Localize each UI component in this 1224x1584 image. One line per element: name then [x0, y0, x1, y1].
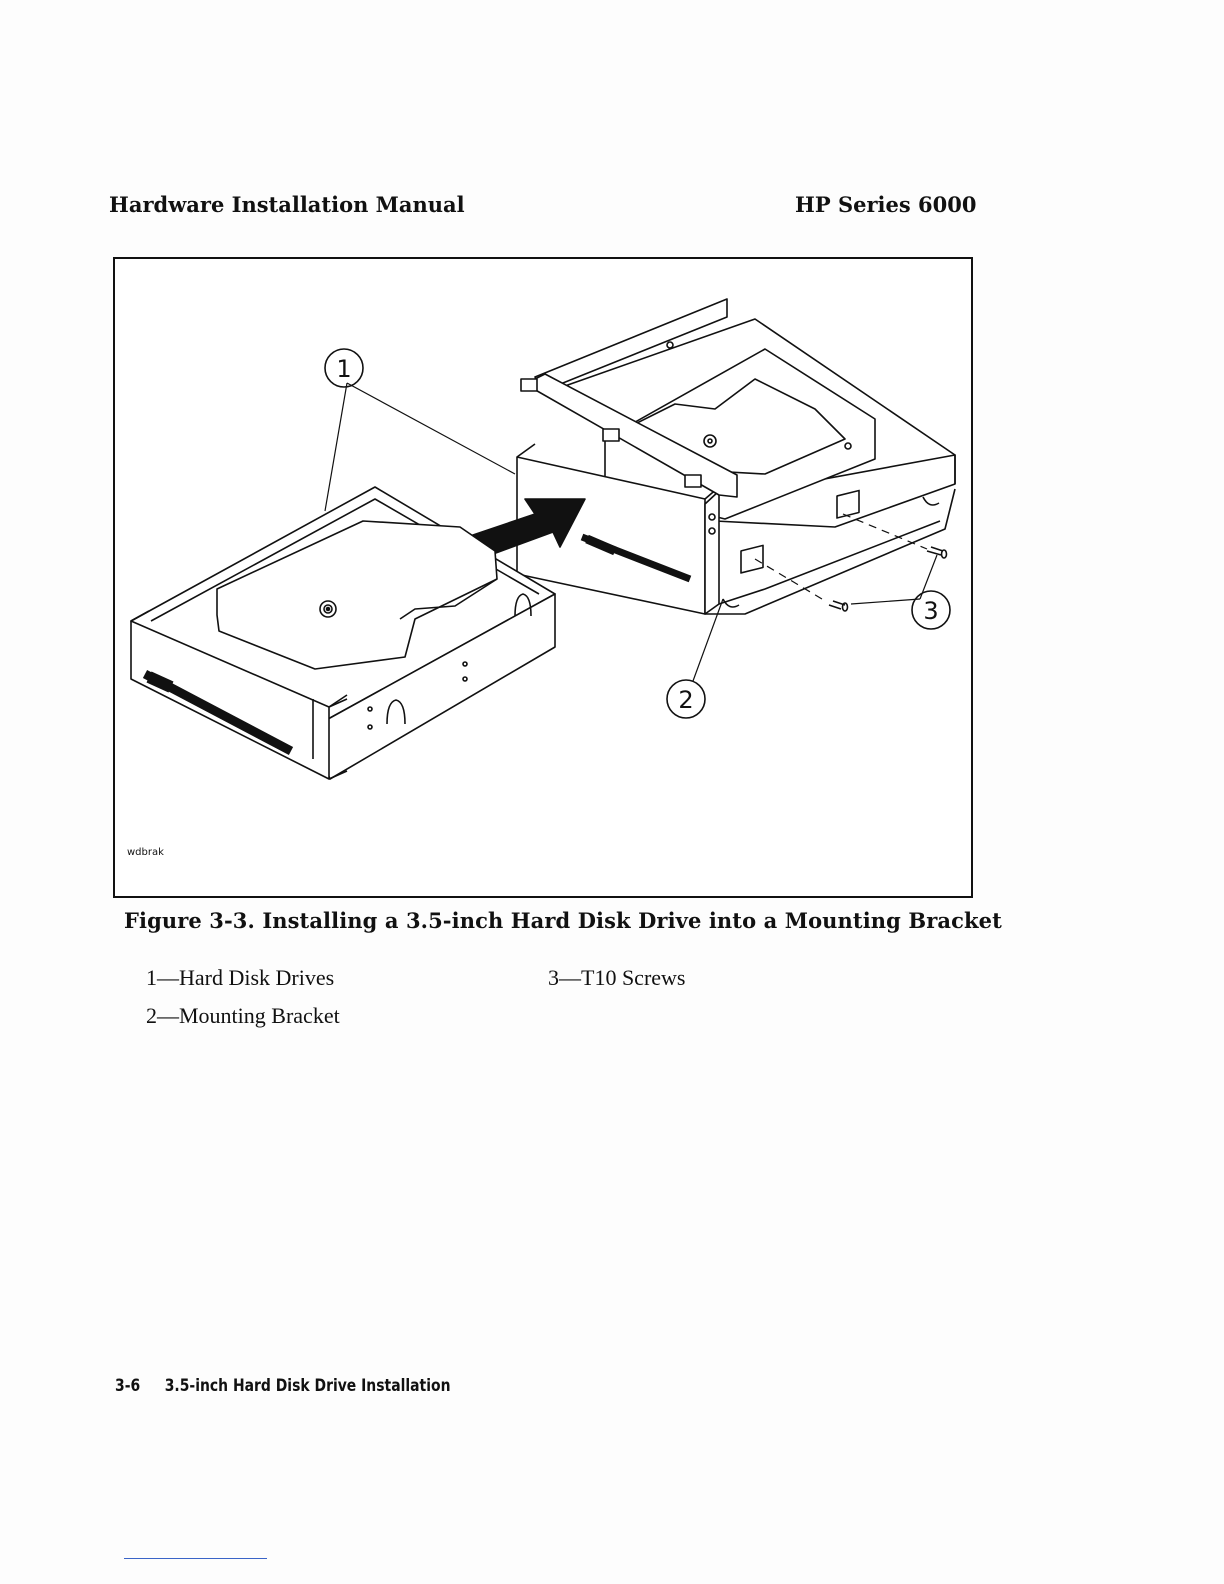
page-number: 3-6 [115, 1376, 140, 1396]
figure-frame: 1 2 3 wdbrak [113, 257, 973, 898]
mounting-bracket-assembly [517, 299, 955, 614]
callout-2: 2 [667, 680, 705, 718]
callout-1-label: 1 [336, 355, 351, 383]
figure-caption: Figure 3-3. Installing a 3.5-inch Hard D… [124, 908, 1002, 933]
header-series-title: HP Series 6000 [795, 192, 976, 217]
footer-section-title: 3.5-inch Hard Disk Drive Installation [165, 1376, 451, 1396]
callout-3-label: 3 [923, 597, 938, 625]
legend-item-hard-disk-drives: 1—Hard Disk Drives [146, 965, 334, 991]
page-footer: 3-6 3.5-inch Hard Disk Drive Installatio… [115, 1376, 451, 1396]
callout-2-label: 2 [678, 686, 693, 714]
drive-bracket-illustration: 1 2 3 [115, 259, 971, 896]
callout-3: 3 [912, 591, 950, 629]
header-manual-title: Hardware Installation Manual [109, 192, 465, 217]
footer-divider [124, 1558, 267, 1559]
legend-item-t10-screws: 3—T10 Screws [548, 965, 685, 991]
callout-1: 1 [325, 349, 363, 387]
figure-code: wdbrak [127, 847, 164, 858]
legend-item-mounting-bracket: 2—Mounting Bracket [146, 1003, 340, 1029]
